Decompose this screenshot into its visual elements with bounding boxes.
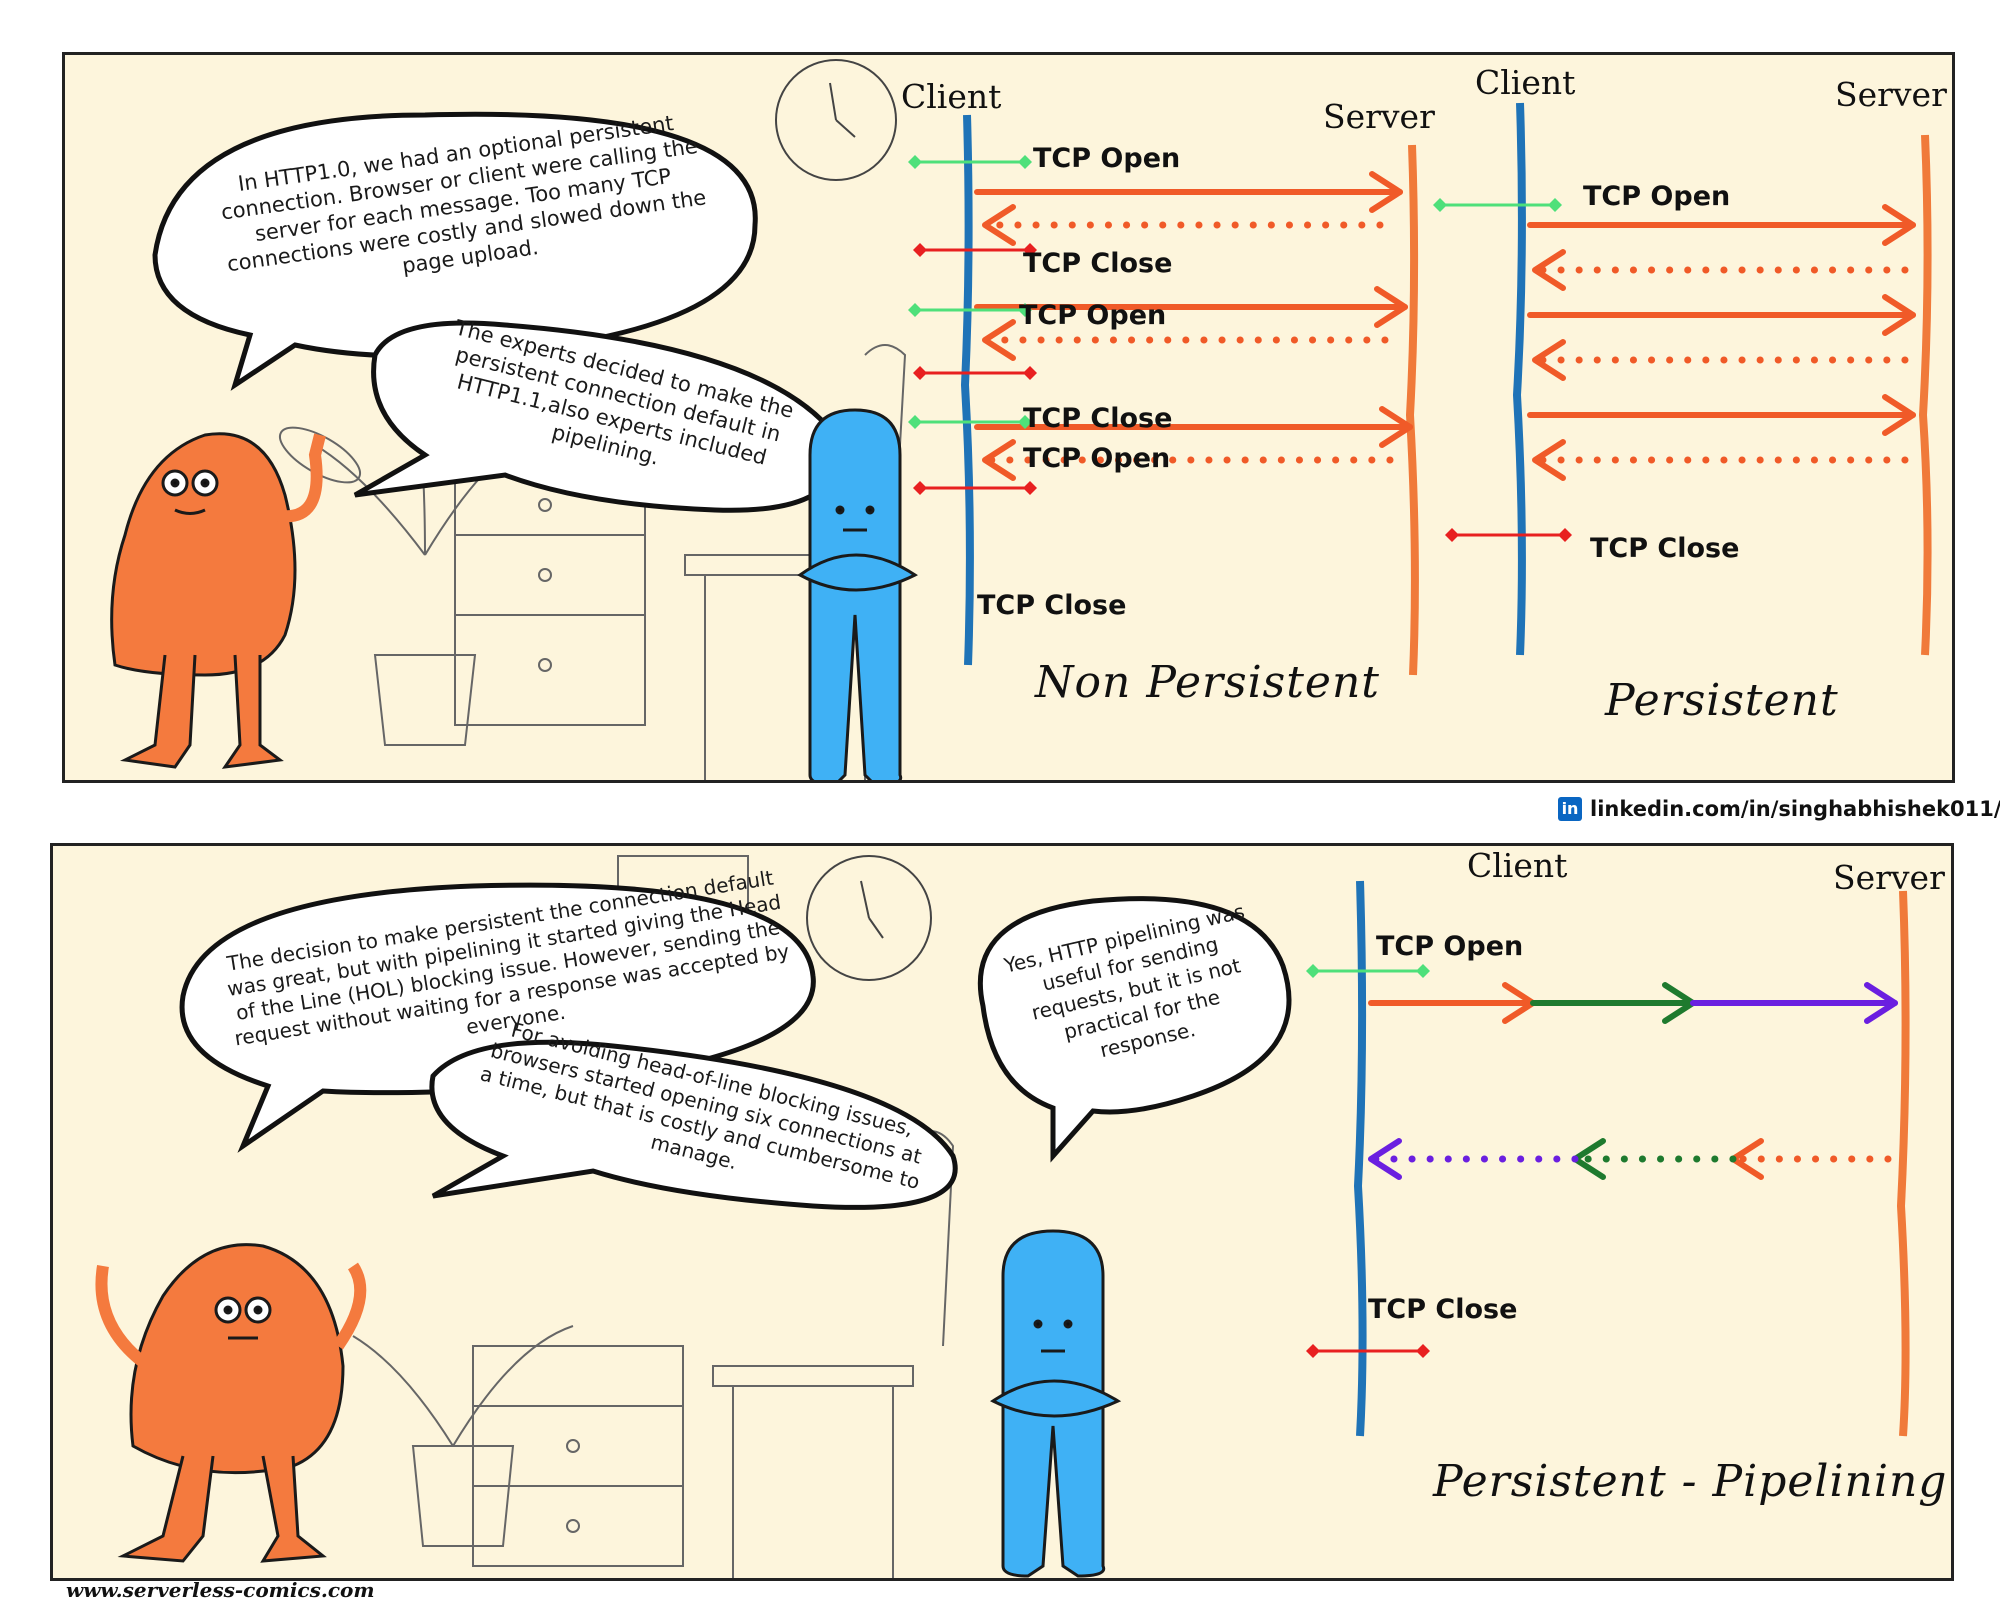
server-label: Server bbox=[1323, 97, 1435, 136]
client-lifeline bbox=[1353, 880, 1367, 1437]
panel-1-artwork bbox=[110, 59, 1932, 780]
request-arrow bbox=[1527, 204, 1916, 246]
client-lifeline bbox=[960, 114, 974, 666]
tcp-close-label-1: TCP Close bbox=[1023, 248, 1173, 279]
tcp-open-marker bbox=[1306, 964, 1430, 978]
request-arrow bbox=[974, 406, 1413, 448]
tcp-open-marker bbox=[908, 303, 1032, 317]
tcp-open-label-1: TCP Open bbox=[1033, 143, 1181, 174]
client-label: Client bbox=[901, 77, 1002, 116]
non-persistent-caption: Non Persistent bbox=[1035, 657, 1380, 708]
orange-character bbox=[110, 432, 326, 769]
tcp-close-marker bbox=[913, 366, 1037, 380]
server-lifeline bbox=[1405, 144, 1419, 676]
footer-url[interactable]: www.serverless-comics.com bbox=[66, 1578, 375, 1602]
response-arrow bbox=[981, 439, 1394, 481]
linkedin-credit: in linkedin.com/in/singhabhishek011/ bbox=[1558, 796, 2000, 821]
tcp-open-label: TCP Open bbox=[1583, 181, 1731, 212]
tcp-close-label: TCP Close bbox=[1590, 533, 1740, 564]
panel-2-artwork bbox=[95, 855, 1910, 1578]
comic-panel-2: The decision to make persistent the conn… bbox=[50, 843, 1954, 1581]
pipelining-caption: Persistent - Pipelining bbox=[1433, 1456, 1948, 1507]
server-label: Server bbox=[1833, 858, 1945, 897]
tcp-close-marker bbox=[1306, 1344, 1430, 1358]
response-arrow bbox=[981, 204, 1384, 246]
request-arrow bbox=[1527, 294, 1916, 336]
orange-character bbox=[95, 1243, 367, 1563]
client-label: Client bbox=[1467, 846, 1568, 885]
response-arrow-2 bbox=[1571, 1138, 1737, 1180]
tcp-open-marker bbox=[908, 155, 1032, 169]
response-arrow-1 bbox=[1729, 1138, 1892, 1180]
blue-character bbox=[797, 408, 918, 780]
plant-sketch bbox=[352, 1325, 574, 1547]
request-arrow bbox=[974, 171, 1403, 213]
tcp-close-label-3: TCP Close bbox=[977, 590, 1127, 621]
response-arrow bbox=[1531, 439, 1909, 481]
client-lifeline bbox=[1512, 102, 1526, 656]
tcp-close-marker bbox=[1445, 528, 1572, 542]
tcp-close-marker bbox=[913, 481, 1037, 495]
server-lifeline bbox=[1896, 890, 1910, 1437]
persistent-diagram bbox=[1433, 102, 1932, 656]
request-arrow-2 bbox=[1530, 982, 1696, 1024]
blue-character bbox=[990, 1229, 1122, 1578]
response-arrow-3 bbox=[1367, 1138, 1579, 1180]
response-arrow bbox=[1531, 339, 1909, 381]
request-arrow-1 bbox=[1368, 982, 1536, 1024]
server-lifeline bbox=[1918, 134, 1932, 656]
client-label: Client bbox=[1475, 63, 1576, 102]
speech-bubble-2 bbox=[429, 1039, 958, 1210]
persistent-caption: Persistent bbox=[1605, 675, 1839, 726]
linkedin-url[interactable]: linkedin.com/in/singhabhishek011/ bbox=[1590, 797, 2000, 821]
tcp-open-marker bbox=[908, 415, 1032, 429]
response-arrow bbox=[1531, 249, 1909, 291]
request-arrow bbox=[1527, 394, 1916, 436]
server-label: Server bbox=[1835, 75, 1947, 114]
speech-bubble-3 bbox=[977, 896, 1292, 1163]
wall-clock-icon bbox=[775, 59, 897, 181]
tcp-open-label-3: TCP Open bbox=[1023, 443, 1171, 474]
speech-bubble-1 bbox=[152, 111, 758, 391]
wall-clock-icon bbox=[806, 855, 932, 981]
speech-bubble-1 bbox=[179, 882, 816, 1153]
non-persistent-diagram bbox=[908, 114, 1419, 676]
comic-panel-1: In HTTP1.0, we had an optional persisten… bbox=[62, 52, 1955, 783]
request-arrow bbox=[974, 286, 1408, 328]
response-arrow bbox=[981, 319, 1389, 361]
pipelining-diagram bbox=[1306, 880, 1910, 1437]
tcp-close-marker bbox=[913, 243, 1037, 257]
request-arrow-3 bbox=[1690, 982, 1898, 1024]
tcp-open-label: TCP Open bbox=[1376, 931, 1524, 962]
tcp-close-label: TCP Close bbox=[1368, 1294, 1518, 1325]
tcp-open-label-2: TCP Open bbox=[1019, 300, 1167, 331]
tcp-open-marker bbox=[1433, 198, 1562, 212]
tcp-close-label-2: TCP Close bbox=[1023, 403, 1173, 434]
linkedin-icon: in bbox=[1558, 797, 1582, 821]
